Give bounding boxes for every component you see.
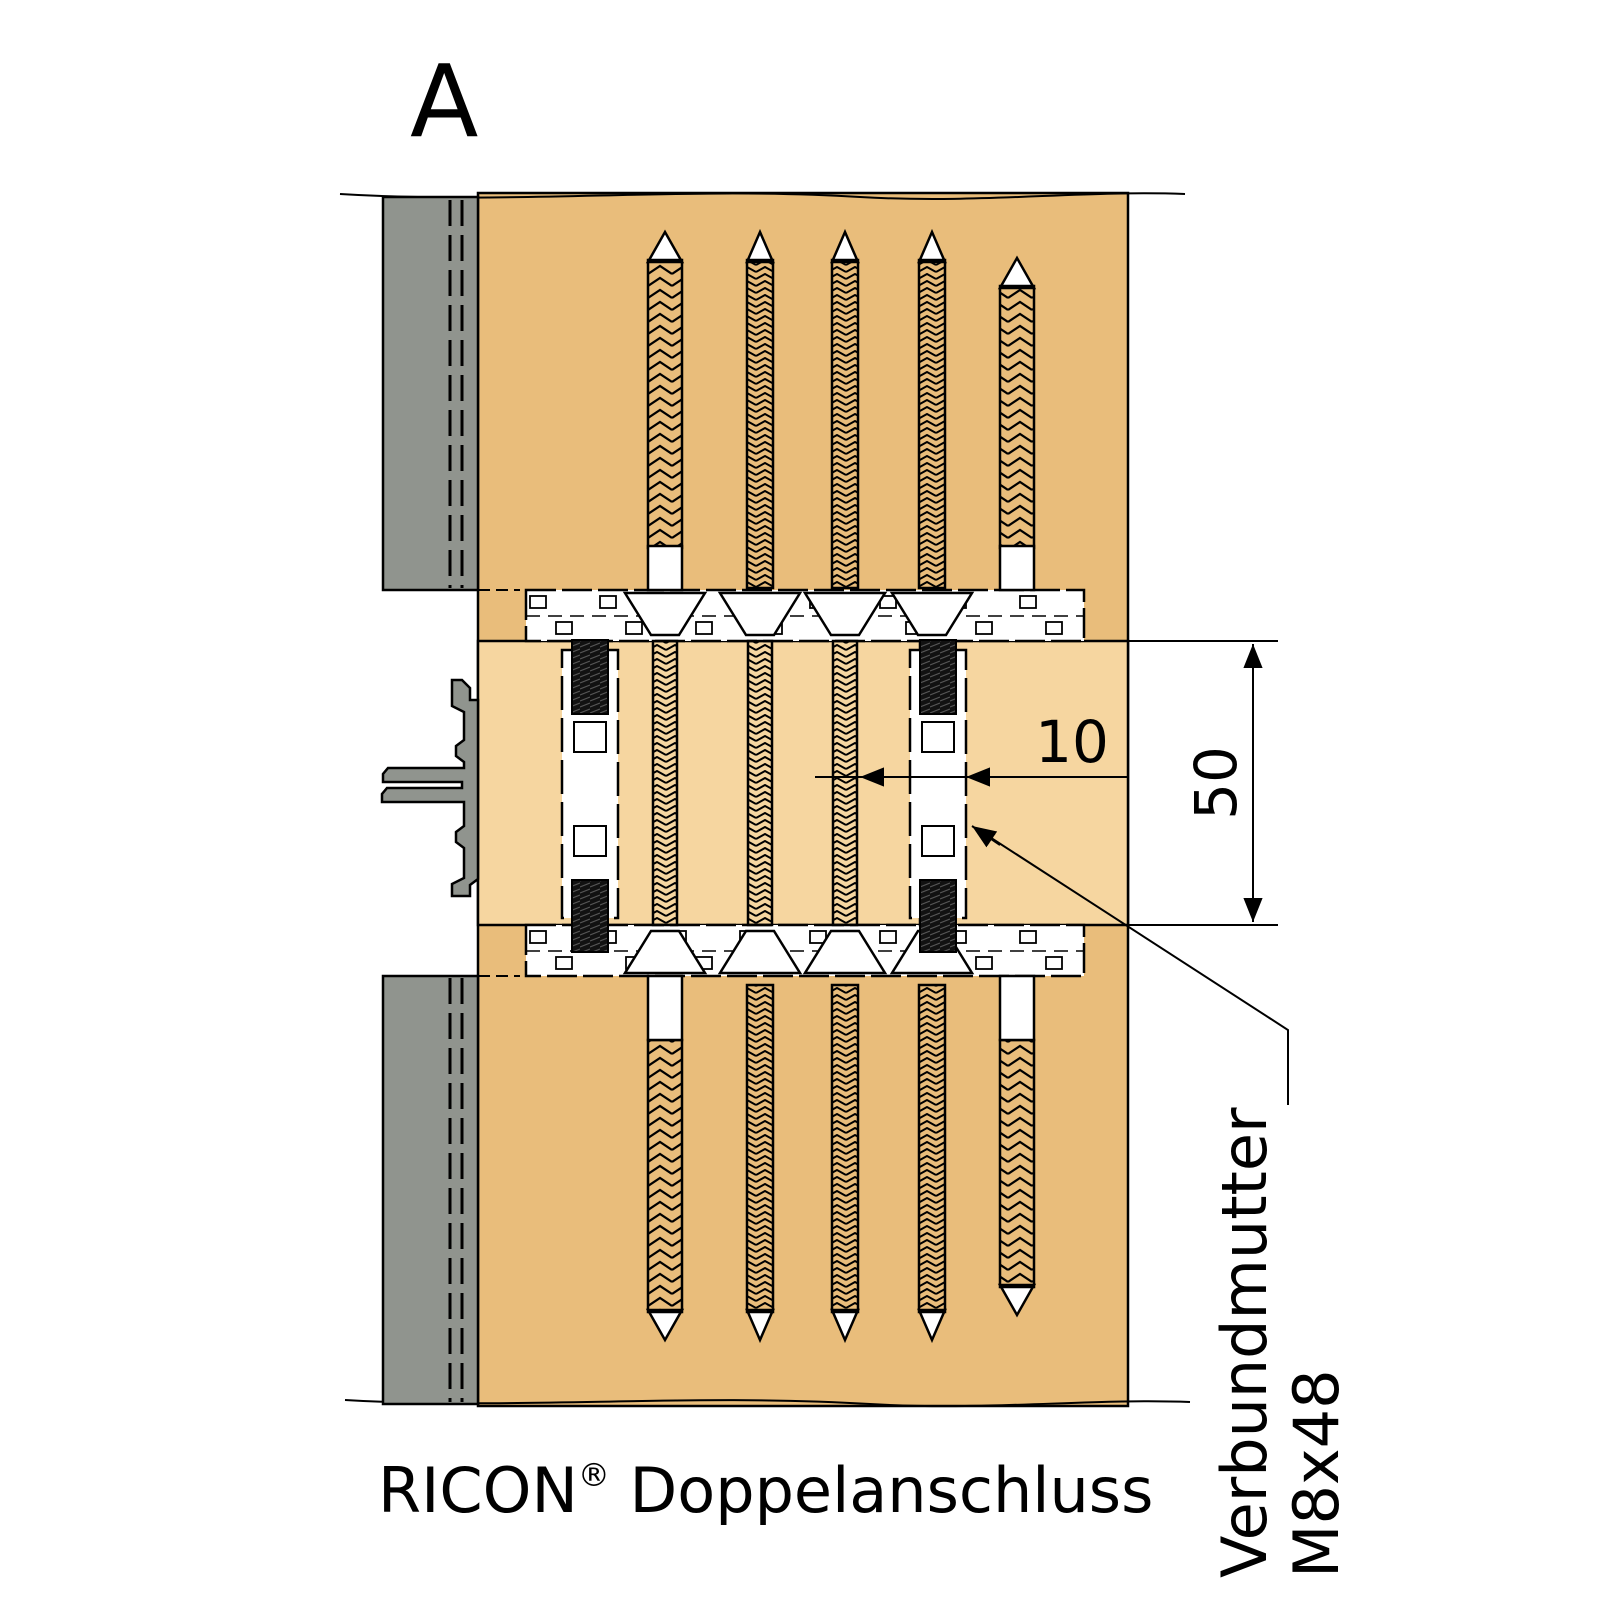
caption-title: Doppelanschluss [610,1454,1154,1527]
caption-product: RICON [378,1454,578,1527]
steel-column-lower [381,974,480,1406]
screw-1 [622,229,708,1343]
screw-3 [802,228,888,1344]
plate-bottom [524,923,1086,978]
dimension-height-label: 50 [1182,746,1250,820]
annotation-line1: Verbundmutter [1208,1107,1281,1578]
figure-caption: RICON® Doppelanschluss [378,1454,1153,1527]
rail-profile [380,678,480,898]
dimension-gap: 10 [815,708,1128,787]
plate-top [524,588,1086,643]
dimension-height: 50 [1128,640,1278,926]
nut-leader [971,825,1289,1105]
verbundmutter-1 [560,639,620,953]
break-line-bottom [344,1399,1191,1408]
break-line-top [339,192,1186,200]
caption-registered: ® [578,1456,610,1494]
screw-group [622,228,1037,1344]
annotation-line2: M8x48 [1280,1369,1353,1578]
screw-2 [717,228,803,1344]
steel-column-upper [381,195,480,592]
connector-plates [524,588,1086,978]
screw-5 [997,255,1037,1318]
verbundmutter-2 [908,639,968,953]
view-letter: A [410,43,478,160]
dimension-gap-label: 10 [1035,708,1109,776]
